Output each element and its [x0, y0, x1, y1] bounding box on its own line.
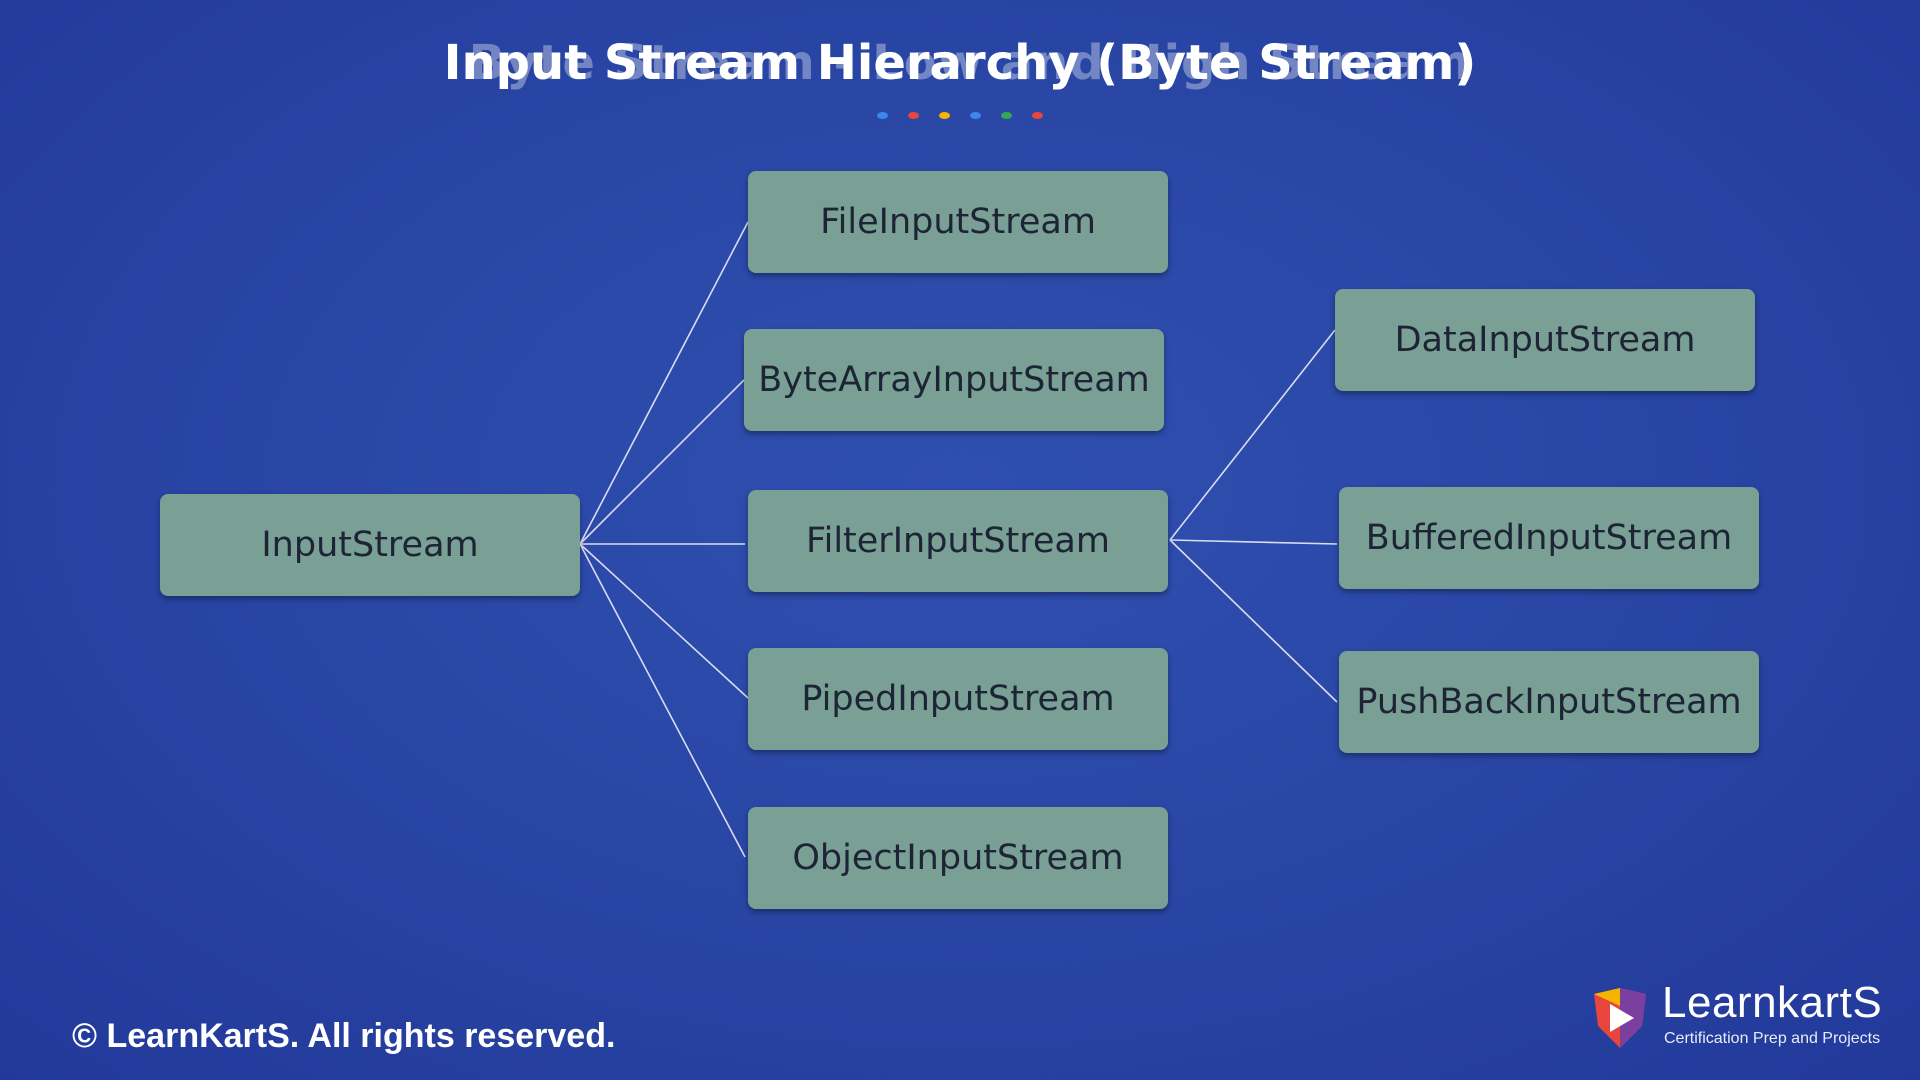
node-bytearrayinputstream: ByteArrayInputStream — [744, 329, 1164, 431]
logo-wordmark: LearnkartS — [1662, 978, 1883, 1027]
learnkarts-logo: LearnkartS Certification Prep and Projec… — [1590, 978, 1890, 1054]
link-filter-buffered — [1169, 539, 1338, 545]
title-dots — [0, 112, 1920, 124]
link-root-bytearray — [579, 379, 745, 545]
node-fileinputstream: FileInputStream — [748, 171, 1168, 273]
node-inputstream: InputStream — [160, 494, 580, 596]
node-pipedinputstream: PipedInputStream — [748, 648, 1168, 750]
dot-4 — [970, 112, 981, 119]
slide-title: Input Stream Hierarchy (Byte Stream) — [443, 35, 1477, 91]
link-root-object — [579, 543, 746, 858]
slide-title-ghost: Byte Stream - Low and High Stream — [468, 35, 1472, 91]
logo-tagline: Certification Prep and Projects — [1664, 1030, 1881, 1047]
node-objectinputstream: ObjectInputStream — [748, 807, 1168, 909]
link-root-file — [579, 221, 749, 545]
dot-5 — [1001, 112, 1012, 119]
link-root-piped — [579, 543, 749, 699]
dot-2 — [908, 112, 919, 119]
dot-1 — [877, 112, 888, 119]
copyright-notice: © LearnKartS. All rights reserved. — [72, 1017, 616, 1055]
dot-3 — [939, 112, 950, 119]
link-filter-pushback — [1169, 539, 1338, 703]
node-bufferedinputstream: BufferedInputStream — [1339, 487, 1759, 589]
link-filter-data — [1169, 329, 1336, 541]
slide-title-area: Byte Stream - Low and High Stream Input … — [0, 28, 1920, 98]
node-pushbackinputstream: PushBackInputStream — [1339, 651, 1759, 753]
node-filterinputstream: FilterInputStream — [748, 490, 1168, 592]
node-datainputstream: DataInputStream — [1335, 289, 1755, 391]
learnkarts-shield-icon — [1594, 988, 1646, 1048]
dot-6 — [1032, 112, 1043, 119]
